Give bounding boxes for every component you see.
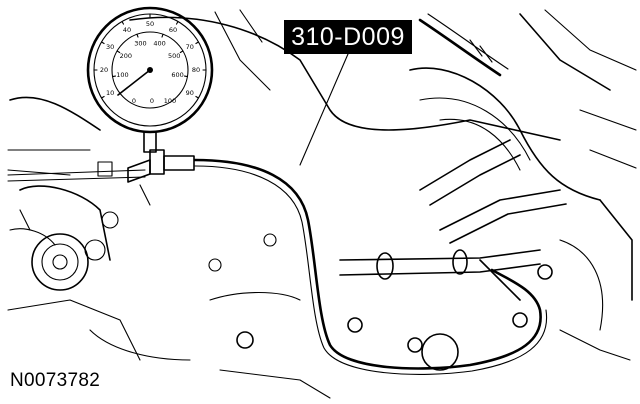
gauge-outer-label: 30 bbox=[106, 43, 114, 51]
gauge-outer-label: 60 bbox=[169, 26, 177, 34]
gauge-outer-label: 70 bbox=[186, 43, 194, 51]
gauge-tick bbox=[116, 50, 121, 54]
gauge-tick bbox=[175, 20, 179, 25]
intake-manifold-outline bbox=[129, 9, 637, 331]
gauge-tick bbox=[161, 33, 164, 38]
gauge-outer-label: 80 bbox=[192, 66, 200, 74]
gauge-tick bbox=[121, 20, 125, 25]
gauge-inner-label: 600 bbox=[171, 71, 183, 79]
gauge-inner-label: 500 bbox=[168, 52, 180, 60]
gauge-bottom-label: 0 bbox=[132, 97, 136, 105]
gauge-hose bbox=[7, 158, 548, 375]
gauge-tick bbox=[112, 75, 117, 78]
gauge-tick bbox=[195, 95, 200, 99]
gauge-tick bbox=[100, 95, 105, 99]
gauge-outer-label: 50 bbox=[146, 20, 154, 28]
cylinder-head-bolts bbox=[208, 233, 631, 399]
gauge-inner-label: 400 bbox=[153, 40, 165, 48]
upper-hose bbox=[418, 13, 509, 77]
alternator-pulley bbox=[19, 209, 119, 291]
gauge-tick bbox=[179, 50, 184, 54]
gauge-tick bbox=[100, 41, 105, 45]
gauge-outer-label: 20 bbox=[100, 66, 108, 74]
gauge-bottom-label: 0 bbox=[150, 97, 154, 105]
gauge-tick bbox=[195, 41, 200, 45]
figure-id: N0073782 bbox=[10, 370, 101, 391]
fuel-rail bbox=[339, 139, 567, 301]
engine-front-outline bbox=[7, 96, 191, 361]
gauge-bottom-label: 100 bbox=[164, 97, 176, 105]
gauge-inner-label: 100 bbox=[116, 71, 128, 79]
gauge-inner-label: 200 bbox=[120, 52, 132, 60]
callout-leader bbox=[299, 53, 349, 166]
gauge-inner-label: 300 bbox=[134, 40, 146, 48]
gauge-fitting bbox=[97, 149, 195, 206]
gauge-outer-label: 90 bbox=[186, 89, 194, 97]
gauge-outer-label: 10 bbox=[106, 89, 114, 97]
gauge-tick bbox=[183, 75, 188, 78]
tool-number-callout: 310-D009 bbox=[284, 20, 412, 54]
gauge-outer-label: 40 bbox=[123, 26, 131, 34]
gauge-tick bbox=[136, 33, 139, 38]
